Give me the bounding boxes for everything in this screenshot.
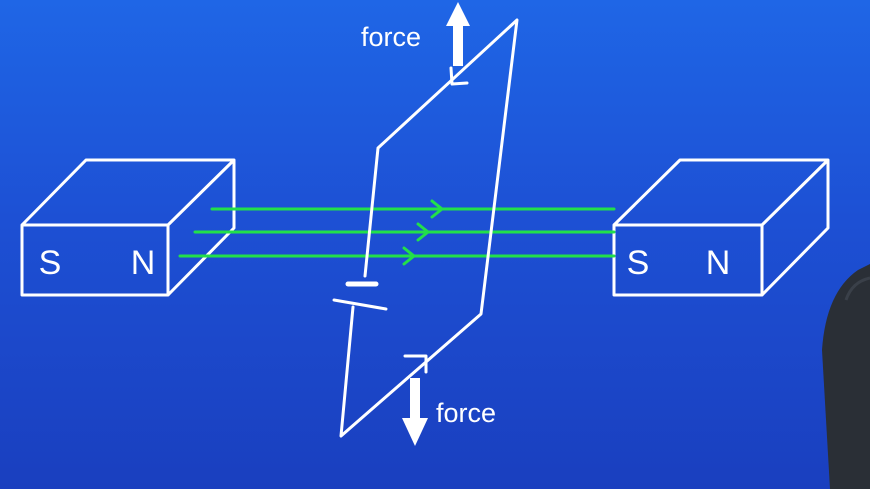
current-direction-arrow-icon [449,66,469,86]
battery-plate [332,298,388,311]
current-direction-arrow-icon [403,354,428,374]
right-magnet-north-label: N [706,244,731,282]
field-direction-arrow-icon [416,222,431,242]
field-direction-arrow-icon [402,246,417,266]
field-direction-arrow-icon [430,199,445,219]
wire-loop-path [339,18,519,438]
force-arrow-down [402,378,428,446]
wire-loop [332,18,519,438]
force-arrow-up [446,2,470,66]
left-magnet-south-label: S [39,244,62,282]
left-magnet [20,158,236,297]
force-bottom-label: force [436,398,496,428]
left-magnet-north-label: N [131,244,156,282]
force-top-label: force [361,22,421,52]
right-magnet-south-label: S [627,244,650,282]
right-magnet [612,158,830,297]
field-lines [178,199,616,266]
presenter-silhouette [822,264,870,489]
